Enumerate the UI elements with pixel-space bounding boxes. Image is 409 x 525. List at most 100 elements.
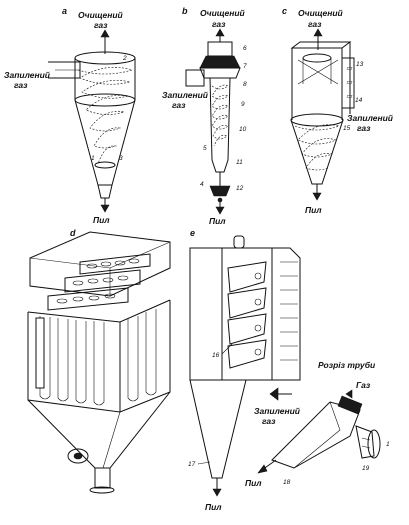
panel-a-outlet-arrow bbox=[100, 29, 110, 38]
panel-e-side-dust-arrow bbox=[257, 464, 268, 474]
panel-b-num-4: 4 bbox=[200, 181, 204, 188]
panel-a-outlet-label-2: газ bbox=[94, 20, 108, 30]
panel-b-valve bbox=[217, 197, 223, 203]
panel-e-housing-frames bbox=[221, 248, 273, 380]
panel-d-bank-2 bbox=[64, 269, 141, 293]
panel-d-housing-top bbox=[29, 231, 171, 297]
panel-b-num-6: 6 bbox=[243, 45, 247, 52]
panel-d-side-pipe bbox=[35, 317, 45, 389]
panel-b-collar bbox=[199, 55, 241, 69]
panel-a-inlet-label-1: Запилений bbox=[4, 70, 51, 80]
panel-c-spiral bbox=[294, 124, 340, 171]
panel-b-num-11: 11 bbox=[236, 159, 243, 166]
panel-b-num-9: 9 bbox=[241, 101, 245, 108]
panel-a-num-3: 3 bbox=[119, 155, 123, 162]
panel-e-section-body bbox=[271, 401, 361, 469]
panel-b-inlet-label-1: Запилений bbox=[162, 90, 209, 100]
panel-c-outlet-arrow bbox=[313, 28, 323, 37]
panel-b-dust-arrow bbox=[215, 206, 225, 215]
panel-d-hopper-edge bbox=[102, 411, 121, 469]
panel-c-dust-label: Пил bbox=[305, 205, 322, 215]
panel-d-bags bbox=[39, 309, 157, 406]
panel-d-hopper bbox=[27, 391, 171, 469]
panel-b-cyclone: b Очищений газ Запилений газ 6 7 8 9 10 … bbox=[162, 6, 247, 226]
panel-b-upper-body bbox=[199, 67, 241, 79]
panel-c-dust-arrow bbox=[312, 192, 322, 201]
panel-c-inlet-label-2: газ bbox=[357, 123, 371, 133]
panel-e-inlet-arrow bbox=[269, 387, 279, 401]
panel-e-dust-main-label: Пил bbox=[205, 502, 222, 512]
panel-b-num-12: 12 bbox=[236, 185, 244, 192]
panel-e-dust-arrow bbox=[212, 488, 222, 497]
panel-c-vane-2: ▭ bbox=[346, 79, 353, 86]
panel-a-dust-label: Пил bbox=[93, 215, 110, 225]
panel-c-outlet-label-2: газ bbox=[308, 19, 322, 29]
panel-e-num-1: 1 bbox=[386, 441, 390, 448]
panel-c-cone bbox=[290, 119, 344, 185]
panel-c-num-14: 14 bbox=[355, 97, 363, 104]
panel-e-section-cap bbox=[337, 395, 363, 415]
panel-e-gas-label: Газ bbox=[356, 380, 371, 390]
panel-c-inlet-box bbox=[341, 57, 355, 109]
panel-e-letter: e bbox=[190, 228, 195, 238]
panel-c-cone-joint bbox=[290, 113, 344, 127]
panel-b-dust-label: Пил bbox=[209, 216, 226, 226]
panel-c-box-top bbox=[290, 41, 352, 49]
panel-d-bag-filter: d bbox=[27, 228, 171, 494]
panel-c-inlet-label-1: Запилений bbox=[347, 113, 394, 123]
panel-d-flange bbox=[89, 486, 115, 494]
panel-e-housing bbox=[189, 247, 301, 381]
panel-e-section-ring bbox=[367, 429, 381, 459]
panel-c-inner-pipe bbox=[302, 53, 332, 63]
panel-c-outlet-label-1: Очищений bbox=[298, 8, 344, 18]
panel-e-elements bbox=[227, 261, 267, 369]
panel-b-spiral bbox=[211, 84, 229, 147]
panel-d-motor bbox=[67, 448, 89, 464]
panel-d-bank-1 bbox=[79, 253, 151, 275]
panel-e-gas-arrow bbox=[345, 389, 353, 399]
panel-a-letter: a bbox=[62, 6, 67, 16]
panel-b-outlet-arrow bbox=[215, 28, 225, 37]
panel-b-num-5: 5 bbox=[203, 145, 207, 152]
panel-e-num-16: 16 bbox=[212, 352, 220, 359]
panel-e-leader-16 bbox=[221, 343, 233, 355]
panel-b-num-7: 7 bbox=[243, 63, 247, 70]
panel-b-letter: b bbox=[182, 6, 188, 16]
panel-e-inlet-label-1: Запилений bbox=[254, 406, 301, 416]
panel-c-num-15: 15 bbox=[343, 125, 351, 132]
panel-b-num-8: 8 bbox=[243, 81, 247, 88]
panel-e-top-handle bbox=[233, 235, 245, 249]
panel-b-inlet-label-2: газ bbox=[172, 100, 186, 110]
panel-d-letter: d bbox=[70, 228, 76, 238]
panel-e-dust-side-label: Пил bbox=[245, 478, 262, 488]
panel-a-ring bbox=[94, 161, 116, 169]
panel-e-leader-17 bbox=[197, 461, 211, 465]
panel-e-num-17: 17 bbox=[188, 461, 196, 468]
panel-c-cyclone: c Очищений газ ▭ ▭ ▭ 13 14 15 Запилений … bbox=[282, 6, 394, 215]
panel-c-cross bbox=[297, 59, 339, 85]
panel-d-body bbox=[27, 300, 171, 413]
panel-c-letter: c bbox=[282, 6, 287, 16]
panel-e-side-hatch bbox=[280, 261, 298, 361]
panel-c-vane-3: ▭ bbox=[346, 93, 353, 100]
panel-d-body-top bbox=[27, 299, 171, 323]
panel-a-num-2: 2 bbox=[122, 55, 127, 62]
panel-b-head bbox=[207, 41, 233, 57]
panel-b-hopper bbox=[209, 185, 231, 197]
panel-a-cone-joint bbox=[74, 93, 136, 107]
panel-e-num-19: 19 bbox=[362, 465, 370, 472]
panel-b-outlet-label-2: газ bbox=[212, 19, 226, 29]
panel-c-vane-1: ▭ bbox=[346, 65, 353, 72]
panel-a-outlet-label-1: Очищений bbox=[78, 10, 124, 20]
panel-e-section-edge bbox=[293, 401, 341, 469]
panel-e-hopper bbox=[189, 379, 247, 479]
panel-d-discharge bbox=[94, 467, 111, 489]
panel-a-body bbox=[74, 58, 136, 186]
panel-e-section-label: Розріз труби bbox=[318, 360, 376, 370]
panel-e-inlet-label-2: газ bbox=[262, 416, 276, 426]
panel-b-num-10: 10 bbox=[239, 126, 247, 133]
panel-a-inlet-label-2: газ bbox=[14, 80, 28, 90]
panel-c-num-13: 13 bbox=[356, 61, 364, 68]
panel-a-num-1: 1 bbox=[91, 155, 95, 162]
